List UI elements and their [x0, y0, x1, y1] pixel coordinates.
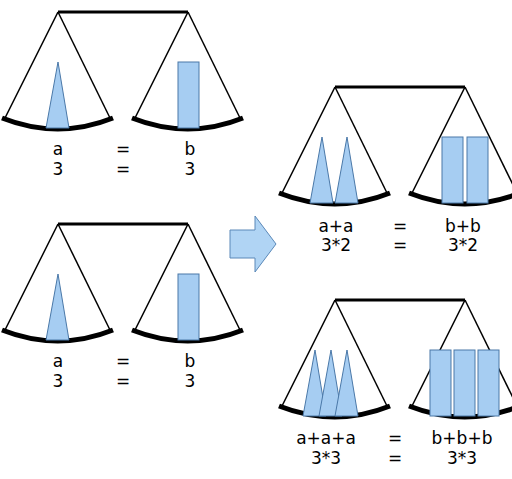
equation-label: b: [185, 141, 196, 158]
equation-label: =: [116, 373, 130, 390]
block-arrow: [230, 216, 276, 272]
equation-label: =: [116, 141, 130, 158]
equation-label: =: [116, 353, 130, 370]
equation-label: =: [393, 237, 407, 254]
equation-label: 3: [185, 161, 196, 178]
equation-label: 3*2: [321, 237, 351, 254]
equation-label: 3: [53, 161, 64, 178]
equation-label: a: [53, 141, 63, 158]
equation-label: 3*2: [448, 237, 478, 254]
equation-label: =: [388, 450, 402, 467]
balance-scale: [279, 300, 512, 417]
equation-label: =: [388, 430, 402, 447]
equation-label: =: [393, 218, 407, 235]
equation-label: a: [53, 353, 63, 370]
equation-label: 3: [185, 373, 196, 390]
equation-label: b+b+b: [432, 430, 493, 447]
equation-label: b+b: [445, 218, 481, 235]
balance-scale: [2, 12, 243, 129]
equation-label: a+a: [318, 218, 353, 235]
equation-label: a+a+a: [296, 430, 356, 447]
equation-label: 3*3: [447, 450, 477, 467]
balance-scale: [279, 87, 512, 204]
equation-label: b: [185, 353, 196, 370]
equation-label: 3*3: [311, 450, 341, 467]
equation-label: 3: [53, 373, 64, 390]
equation-label: =: [116, 161, 130, 178]
balance-scale: [2, 224, 243, 341]
